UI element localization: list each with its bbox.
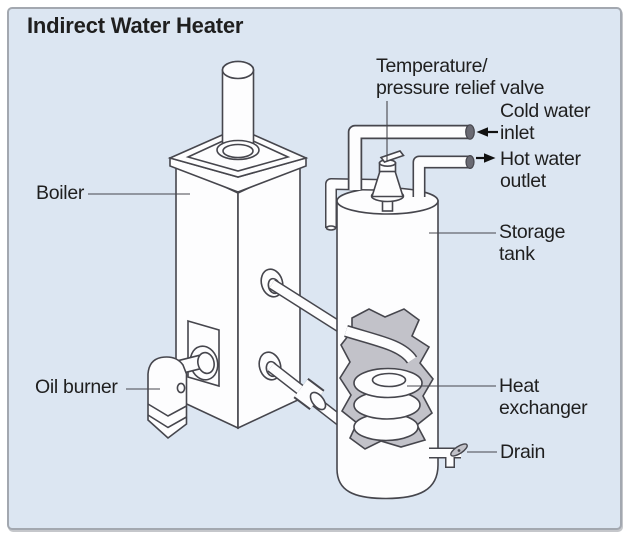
label-cold-water-inlet-line2: inlet <box>500 122 535 144</box>
relief-discharge-pipe <box>325 178 392 231</box>
hot-water-outlet-pipe <box>412 155 475 197</box>
label-drain: Drain <box>500 441 546 463</box>
diagram-panel <box>7 7 622 530</box>
label-relief-valve-line1: Temperature/ <box>376 55 488 77</box>
burner-hinge <box>176 382 186 394</box>
label-hot-water-outlet-line2: outlet <box>500 170 546 192</box>
label-oil-burner: Oil burner <box>35 376 118 398</box>
burner-band-2 <box>147 414 187 429</box>
heat-exchanger-coil <box>344 325 423 442</box>
valve-cone <box>370 170 405 198</box>
label-storage-tank: Storage tank <box>499 221 566 265</box>
cold-water-inlet-pipe <box>347 124 475 190</box>
coil-opening <box>371 372 407 388</box>
burner-band-1 <box>147 403 187 417</box>
chimney-collar-inner <box>222 143 254 159</box>
diagram-title: Indirect Water Heater <box>27 13 244 38</box>
cold-inlet-flow-arrow-icon <box>476 127 488 137</box>
label-heat-exchanger-line2: exchanger <box>499 397 588 419</box>
chimney-top-opening <box>221 60 255 80</box>
label-storage-tank-line2: tank <box>499 243 535 265</box>
label-hot-water-outlet-line1: Hot water <box>500 148 581 170</box>
hot-outlet-flow-arrow-icon <box>484 153 496 163</box>
oil-burner-assembly <box>147 351 215 440</box>
relief-valve <box>370 150 405 212</box>
label-heat-exchanger-line1: Heat <box>499 375 539 397</box>
burner-mount-inner-ring <box>197 351 215 375</box>
hot-outlet-end-cap <box>465 155 475 170</box>
cold-inlet-end-cap <box>465 124 475 140</box>
label-cold-water-inlet: Cold water inlet <box>500 100 591 144</box>
drain-handle-pin <box>457 449 461 452</box>
label-heat-exchanger: Heat exchanger <box>499 375 588 419</box>
leader-lines <box>88 101 497 453</box>
label-relief-valve: Temperature/ pressure relief valve <box>376 55 545 99</box>
label-hot-water-outlet: Hot water outlet <box>500 148 581 192</box>
drain-valve <box>428 443 468 468</box>
oil-burner-body <box>147 356 188 440</box>
label-storage-tank-line1: Storage <box>499 221 566 243</box>
label-cold-water-inlet-line1: Cold water <box>500 100 591 122</box>
discharge-pipe-end <box>325 225 337 231</box>
label-boiler: Boiler <box>36 182 85 204</box>
flow-arrows <box>476 127 498 163</box>
pipe-coupling-end <box>309 391 327 411</box>
label-relief-valve-line2: pressure relief valve <box>376 77 545 99</box>
